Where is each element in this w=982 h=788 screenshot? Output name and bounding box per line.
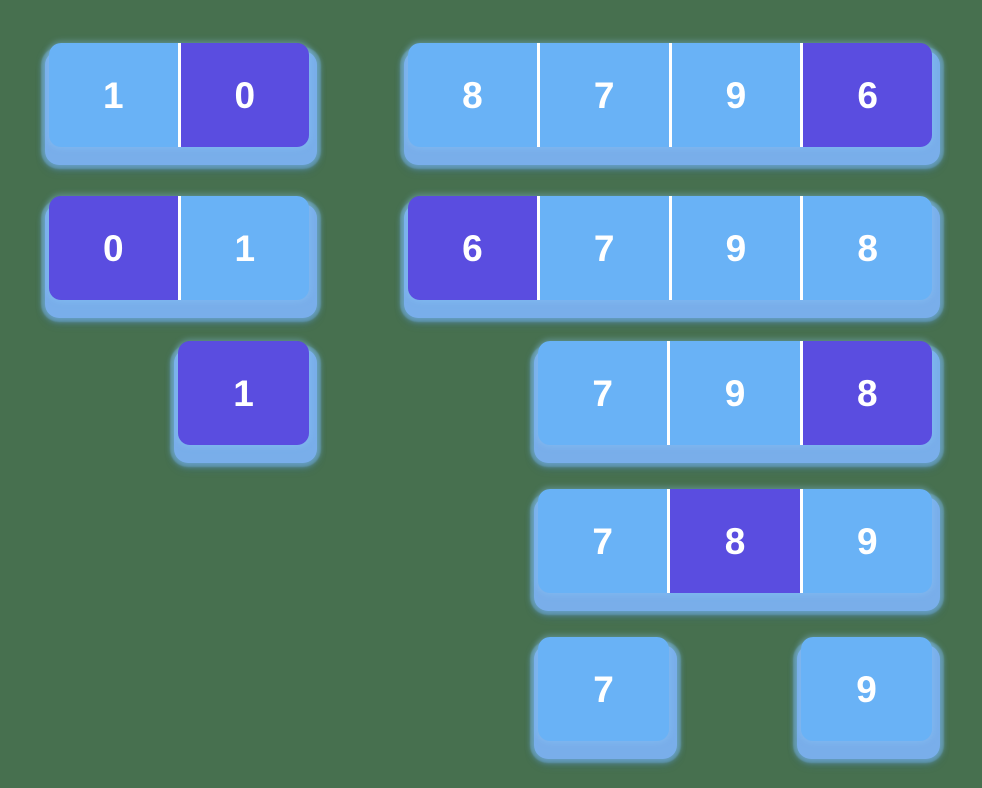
block-face: 7 [538,637,669,741]
array-cell: 1 [178,341,309,445]
array-block-right-3: 7 9 8 [534,341,940,463]
array-block-right-4: 7 8 9 [534,489,940,611]
array-cell: 8 [667,489,800,593]
array-block-left-1: 1 0 [45,43,317,165]
array-cell: 8 [800,196,932,300]
array-block-right-1: 8 7 9 6 [404,43,940,165]
array-cell: 9 [668,196,801,300]
array-cell: 7 [538,489,668,593]
array-cell: 6 [800,43,932,147]
array-block-right-2: 6 7 9 8 [404,196,940,318]
array-cell: 9 [801,637,932,741]
block-face: 8 7 9 6 [408,43,932,147]
array-block-right-5a: 7 [534,637,677,759]
array-block-right-5b: 9 [797,637,940,759]
array-cell: 7 [536,196,669,300]
array-cell: 7 [538,341,668,445]
block-face: 6 7 9 8 [408,196,932,300]
block-face: 0 1 [49,196,309,300]
array-cell: 1 [177,196,309,300]
block-face: 9 [801,637,932,741]
array-block-left-3: 1 [174,341,317,463]
block-face: 1 [178,341,309,445]
block-face: 7 8 9 [538,489,932,593]
array-cell: 7 [536,43,669,147]
array-cell: 7 [538,637,669,741]
array-cell: 8 [799,341,932,445]
array-cell: 6 [408,196,537,300]
array-cell: 9 [668,43,801,147]
array-cell: 8 [408,43,537,147]
array-cell: 0 [49,196,178,300]
array-cell: 0 [177,43,309,147]
block-face: 7 9 8 [538,341,932,445]
array-cell: 1 [49,43,178,147]
array-cell: 9 [667,341,800,445]
array-block-left-2: 0 1 [45,196,317,318]
array-cell: 9 [799,489,932,593]
block-face: 1 0 [49,43,309,147]
